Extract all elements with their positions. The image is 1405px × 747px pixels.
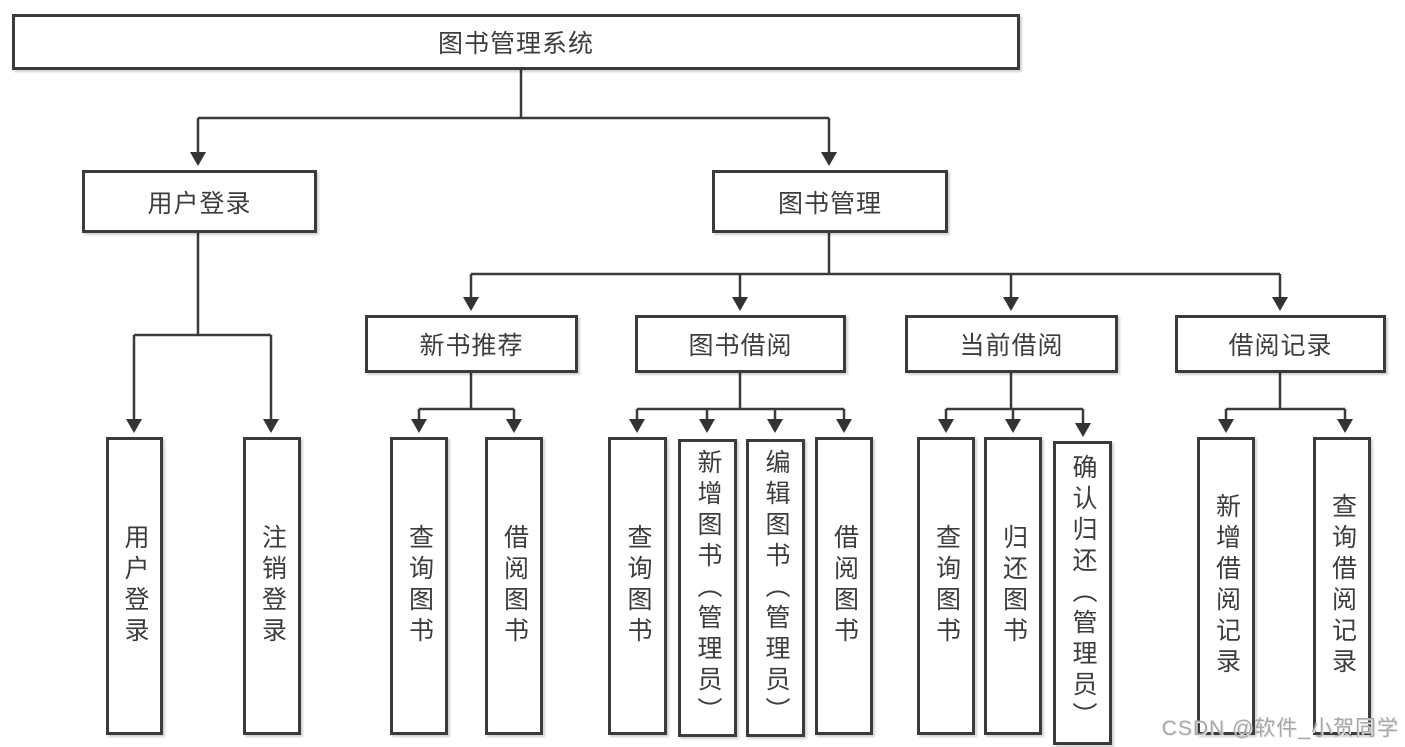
node-user-login: 用户登录	[82, 170, 317, 233]
leaf-cb-confirm-return-admin: 确认归还（管理员）	[1053, 441, 1112, 745]
leaf-br-add-borrow-record: 新增借阅记录	[1197, 437, 1255, 735]
leaf-bb-add-books-admin-label: 新增图书（管理员）	[694, 448, 722, 728]
leaf-bb-query-books: 查询图书	[608, 437, 667, 735]
leaf-br-query-borrow-record-label: 查询借阅记录	[1328, 493, 1357, 679]
node-current-borrowing-label: 当前借阅	[959, 332, 1064, 360]
node-book-management: 图书管理	[712, 170, 948, 233]
node-current-borrowing: 当前借阅	[905, 315, 1118, 373]
node-user-login-label: 用户登录	[147, 189, 252, 218]
leaf-cb-query-books-label: 查询图书	[932, 524, 961, 648]
node-book-borrowing-label: 图书借阅	[688, 332, 793, 360]
node-borrowing-records-label: 借阅记录	[1228, 332, 1333, 360]
leaf-nbr-borrow-books-label: 借阅图书	[500, 524, 529, 648]
leaf-nbr-borrow-books: 借阅图书	[485, 437, 543, 735]
leaf-cb-confirm-return-admin-label: 确认归还（管理员）	[1069, 453, 1097, 733]
node-new-book-recommend-label: 新书推荐	[419, 332, 524, 360]
leaf-user-login: 用户登录	[106, 437, 163, 735]
leaf-cb-return-books-label: 归还图书	[999, 524, 1028, 648]
leaf-bb-borrow-books: 借阅图书	[815, 437, 873, 735]
leaf-logout-login: 注销登录	[243, 437, 301, 735]
leaf-cb-query-books: 查询图书	[917, 437, 975, 735]
leaf-bb-query-books-label: 查询图书	[624, 524, 652, 648]
watermark: CSDN @软件_小贺同学	[1161, 717, 1399, 740]
leaf-bb-borrow-books-label: 借阅图书	[830, 524, 859, 648]
node-book-management-label: 图书管理	[777, 189, 882, 218]
leaf-bb-edit-books-admin: 编辑图书（管理员）	[746, 439, 805, 737]
node-borrowing-records: 借阅记录	[1175, 315, 1386, 373]
leaf-nbr-query-books-label: 查询图书	[405, 524, 434, 648]
node-book-borrowing: 图书借阅	[635, 315, 846, 373]
leaf-br-add-borrow-record-label: 新增借阅记录	[1212, 493, 1241, 679]
leaf-bb-edit-books-admin-label: 编辑图书（管理员）	[762, 448, 790, 728]
leaf-user-login-label: 用户登录	[121, 524, 149, 648]
node-new-book-recommend: 新书推荐	[365, 315, 578, 373]
leaf-nbr-query-books: 查询图书	[390, 437, 448, 735]
node-root-label: 图书管理系统	[437, 30, 594, 58]
leaf-br-query-borrow-record: 查询借阅记录	[1313, 437, 1371, 735]
node-root: 图书管理系统	[12, 14, 1020, 70]
leaf-bb-add-books-admin: 新增图书（管理员）	[678, 439, 737, 737]
leaf-logout-login-label: 注销登录	[258, 524, 287, 648]
leaf-cb-return-books: 归还图书	[984, 437, 1042, 735]
